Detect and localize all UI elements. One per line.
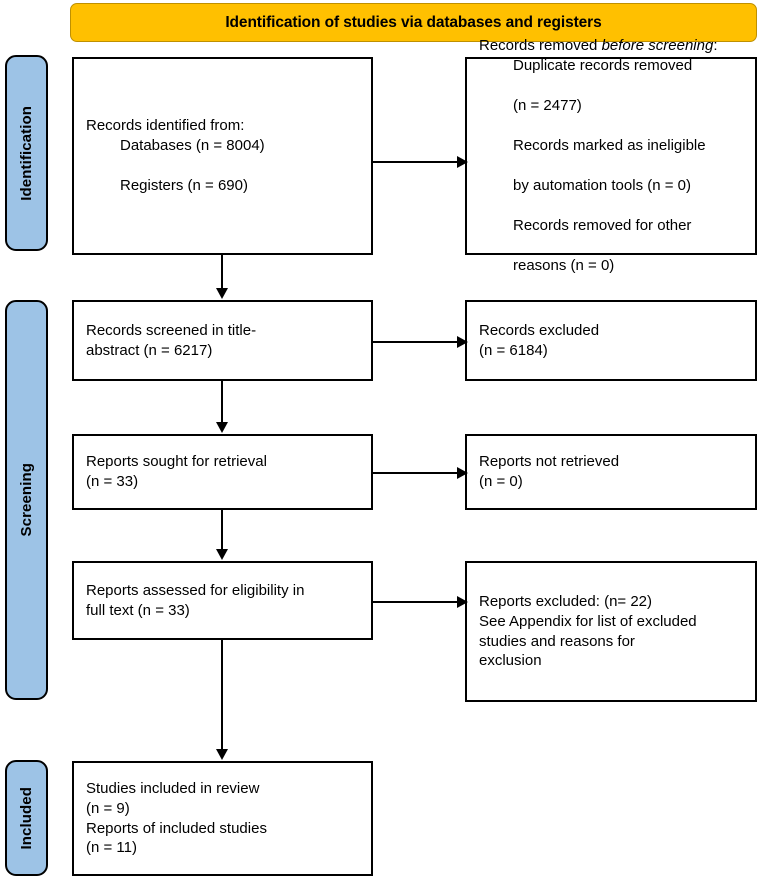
box-reports-sought: Reports sought for retrieval (n = 33) [72, 434, 373, 510]
arrow-head-down-icon [215, 288, 228, 299]
box-records-removed-before-screening: Records removed before screening: Duplic… [465, 37, 757, 274]
box-reports-assessed: Reports assessed for eligibility in full… [72, 561, 373, 640]
arrow-line [221, 255, 223, 289]
records-removed-duplicates-count: (n = 2477) [513, 97, 582, 115]
box-records-identified: Records identified from: Databases (n = … [72, 57, 373, 255]
box-records-excluded: Records excluded (n = 6184) [465, 300, 757, 381]
records-removed-other-count: reasons (n = 0) [513, 256, 615, 274]
stage-label-identification: Identification [5, 55, 48, 251]
records-removed-heading-a: Records removed [479, 37, 602, 55]
arrow-line [221, 510, 223, 550]
box-reports-excluded: Reports excluded: (n= 22) See Appendix f… [465, 561, 757, 702]
box-reports-excluded-text: Reports excluded: (n= 22) See Appendix f… [479, 592, 697, 670]
box-records-screened-text: Records screened in title- abstract (n =… [86, 321, 257, 359]
box-studies-included: Studies included in review (n = 9) Repor… [72, 761, 373, 876]
arrow-line [221, 381, 223, 423]
arrow-line [373, 341, 458, 343]
arrow-head-down-icon [215, 749, 228, 760]
stage-label-screening: Screening [5, 300, 48, 700]
arrow-head-right-icon [457, 466, 468, 479]
records-identified-databases: Databases (n = 8004) [120, 137, 265, 155]
box-records-excluded-text: Records excluded (n = 6184) [479, 321, 600, 359]
stage-label-screening-text: Screening [18, 463, 35, 537]
box-records-removed-text: Records removed before screening: Duplic… [467, 16, 729, 295]
records-removed-duplicates: Duplicate records removed [513, 57, 693, 75]
arrow-head-down-icon [215, 549, 228, 560]
arrow-head-down-icon [215, 422, 228, 433]
box-reports-sought-text: Reports sought for retrieval (n = 33) [86, 453, 267, 490]
box-studies-included-text: Studies included in review (n = 9) Repor… [86, 779, 267, 857]
arrow-line [373, 601, 458, 603]
box-records-identified-text: Records identified from: Databases (n = … [74, 96, 277, 216]
box-records-screened: Records screened in title- abstract (n =… [72, 300, 373, 381]
records-removed-automation: by automation tools (n = 0) [513, 176, 692, 194]
records-removed-other: Records removed for other [513, 216, 692, 234]
stage-label-included-text: Included [18, 786, 35, 850]
arrow-line [221, 640, 223, 750]
records-removed-heading-b: : [713, 37, 718, 55]
box-reports-not-retrieved-text: Reports not retrieved (n = 0) [479, 453, 620, 490]
records-removed-ineligible: Records marked as ineligible [513, 137, 706, 155]
box-reports-assessed-text: Reports assessed for eligibility in full… [86, 581, 305, 619]
arrow-line [373, 472, 458, 474]
box-reports-not-retrieved: Reports not retrieved (n = 0) [465, 434, 757, 510]
banner-identification: Identification of studies via databases … [70, 3, 757, 42]
records-removed-heading-emphasis: before screening [601, 37, 714, 55]
records-identified-line1: Records identified from: [86, 117, 245, 135]
banner-title: Identification of studies via databases … [225, 13, 602, 31]
arrow-head-right-icon [457, 335, 468, 348]
stage-label-identification-text: Identification [18, 105, 35, 201]
arrow-head-right-icon [457, 155, 468, 168]
records-identified-registers: Registers (n = 690) [120, 176, 248, 194]
arrow-head-right-icon [457, 595, 468, 608]
stage-label-included: Included [5, 760, 48, 876]
arrow-line [373, 161, 458, 163]
